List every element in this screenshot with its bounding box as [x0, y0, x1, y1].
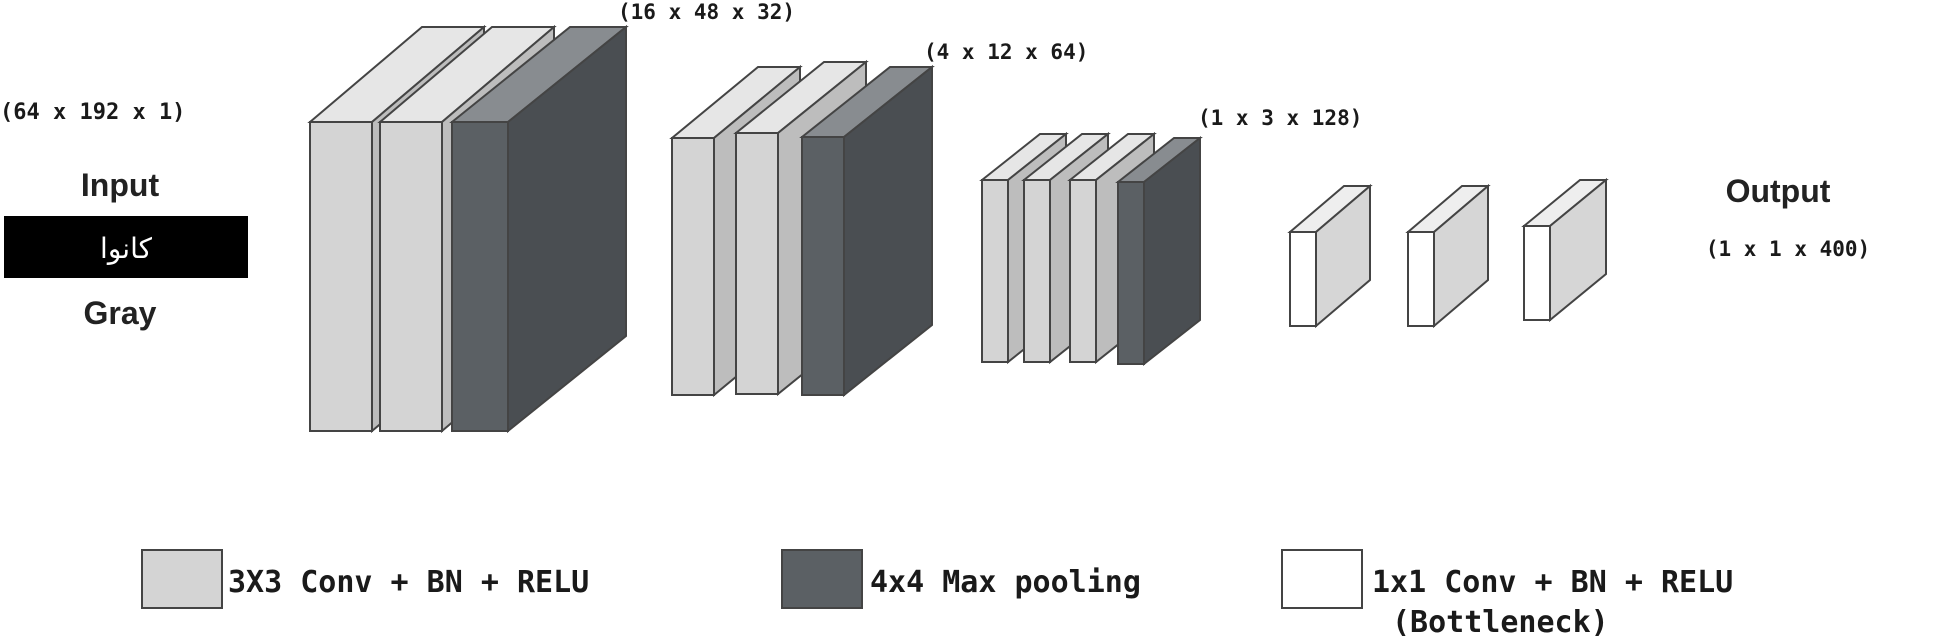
- stage-2-blocks: [669, 59, 935, 398]
- input-dimensions: (64 x 192 x 1): [0, 100, 185, 125]
- gray-label: Gray: [84, 295, 157, 331]
- stage-3-dimensions: (1 x 3 x 128): [1198, 106, 1362, 130]
- bottleneck-block-1: [1287, 183, 1373, 329]
- input-label: Input: [81, 167, 160, 203]
- output-dimensions: (1 x 1 x 400): [1706, 237, 1870, 261]
- stage-3-blocks: [979, 131, 1203, 367]
- bottleneck-blocks: [1287, 177, 1609, 329]
- stage-1-pool-block: [449, 24, 629, 434]
- legend-label-conv: 3X3 Conv + BN + RELU: [228, 565, 589, 600]
- legend: 3X3 Conv + BN + RELU 4x4 Max pooling 1x1…: [141, 549, 1733, 640]
- stage-1-dimensions: (16 x 48 x 32): [618, 0, 795, 24]
- input-image: [4, 216, 248, 278]
- input-sample-word: كانوا: [100, 232, 153, 265]
- legend-item-pool: 4x4 Max pooling: [781, 549, 1141, 609]
- stage-1-blocks: [307, 24, 629, 434]
- legend-item-bottleneck: 1x1 Conv + BN + RELU (Bottleneck): [1281, 549, 1733, 640]
- stage-2-dimensions: (4 x 12 x 64): [924, 40, 1088, 64]
- bottleneck-block-2: [1405, 183, 1491, 329]
- legend-sublabel-bottleneck: (Bottleneck): [1392, 605, 1609, 640]
- bottleneck-block-3: [1521, 177, 1609, 323]
- legend-swatch-pool: [781, 549, 863, 609]
- legend-label-bottleneck: 1x1 Conv + BN + RELU: [1372, 565, 1733, 600]
- output-label: Output: [1726, 173, 1831, 209]
- legend-item-conv: 3X3 Conv + BN + RELU: [141, 549, 589, 609]
- stage-3-pool-block: [1115, 135, 1203, 367]
- legend-label-pool: 4x4 Max pooling: [870, 565, 1141, 600]
- legend-swatch-conv: [141, 549, 223, 609]
- legend-swatch-bottleneck: [1281, 549, 1363, 609]
- stage-2-pool-block: [799, 64, 935, 398]
